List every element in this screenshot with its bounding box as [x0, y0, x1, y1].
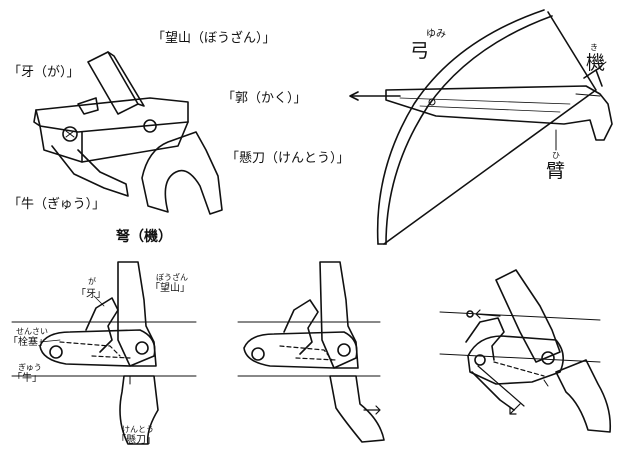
ya-arm-2 [283, 299, 319, 355]
xuandao-trigger-3 [555, 359, 612, 433]
bolt-2 [251, 347, 265, 361]
pin-left [62, 126, 78, 142]
bolt-tip-3 [466, 310, 474, 318]
pivot-1 [135, 341, 149, 355]
b-label-niu-ruby: ぎゅう [18, 363, 42, 372]
niu-lever [51, 145, 129, 197]
pivot-2 [337, 343, 351, 357]
pin-right [143, 119, 157, 133]
wangshan-arm-2 [319, 261, 359, 369]
ya-hook [77, 97, 99, 115]
label-ji-ruby: き [590, 43, 598, 52]
pivot-3 [541, 351, 555, 365]
b-label-ya-ruby: が [88, 277, 96, 286]
b-label-wangshan: 「望山」 [150, 283, 190, 294]
xuandao-trigger [141, 131, 223, 215]
b-label-xuandao: 「懸刀」 [116, 435, 156, 446]
b-label-xuandao-ruby: けんとう [122, 425, 154, 434]
ji-leader [595, 61, 607, 71]
niu-piece-3 [467, 335, 564, 385]
arrow-right-2 [363, 405, 381, 415]
arrow-left-3 [475, 309, 501, 319]
label-ji: 機 [586, 52, 606, 74]
label-gong: 弓 [410, 40, 430, 62]
b-label-shuanse-ruby: せんさい [16, 327, 48, 336]
xuandao-trigger-1 [119, 375, 159, 445]
label-gong-ruby: ゆみ [426, 29, 446, 40]
niu-piece-1 [39, 329, 156, 367]
bow-string [383, 11, 597, 245]
label-bi-ruby: ひ [552, 151, 560, 160]
trigger-mechanism-3d [33, 51, 223, 215]
b-label-wangshan-ruby: ぼうざん [156, 273, 188, 282]
arrow-down-left-3 [509, 403, 521, 415]
bolt-3 [474, 354, 486, 366]
niu-piece-2 [243, 331, 358, 369]
crossbow-illustration [349, 9, 613, 245]
xuandao-trigger-2 [329, 375, 385, 443]
label-wangshan: 「望山（ぼうざん）」 [152, 31, 276, 46]
mechanism-diagram-1 [39, 261, 159, 445]
bow-limb-outer [376, 9, 545, 245]
mechanism-diagram-3 [465, 269, 612, 433]
label-bi: 臂 [546, 160, 566, 182]
mechanism-diagram-2 [243, 261, 385, 443]
section-title: 弩（機） [116, 229, 172, 245]
label-ya: 「牙（が）」 [8, 65, 80, 80]
stock [385, 85, 613, 141]
b-label-ya: 「牙」 [76, 289, 106, 300]
label-xuandao: 「懸刀（けんとう）」 [226, 151, 350, 166]
b-label-shuanse: 「栓塞」 [8, 337, 48, 348]
bolt-1 [49, 345, 63, 359]
b-label-niu: 「牛」 [12, 373, 42, 384]
ya-arm-3 [465, 317, 505, 361]
label-guo: 「郭（かく）」 [222, 91, 307, 106]
ya-arm-1 [85, 297, 119, 353]
label-niu: 「牛（ぎゅう）」 [8, 197, 106, 212]
